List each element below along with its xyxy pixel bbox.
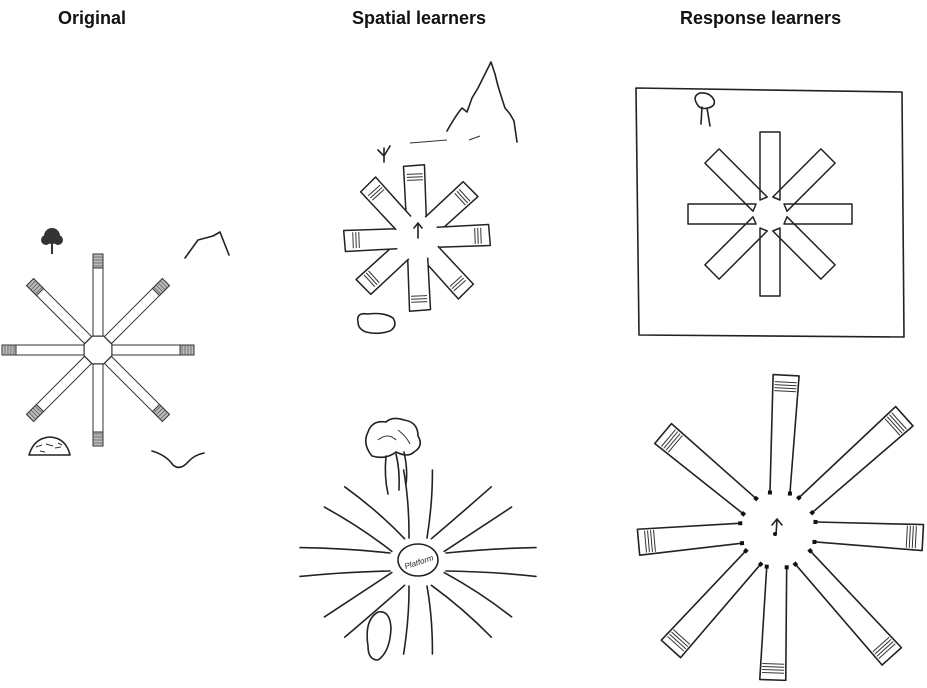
original-panel: [1, 228, 230, 469]
spatial-bottom-arm-line: [343, 584, 406, 638]
spatial-platform-label: Platform: [403, 553, 434, 571]
spatial-bottom-arm-line: [323, 506, 393, 553]
response-bottom-arm: [795, 405, 914, 516]
original-arm: [111, 344, 195, 356]
spatial-top-arm: [402, 163, 428, 219]
original-curve-cue: [151, 450, 205, 469]
spatial-mountain-cue: [446, 61, 518, 143]
spatial-bottom-maze: [299, 469, 537, 655]
original-rock-cue: [28, 436, 71, 456]
spatial-top-maze: [342, 163, 492, 313]
spatial-bottom-arm-line: [299, 546, 391, 554]
spatial-bottom-arm-line: [426, 469, 434, 539]
spatial-bottom-arm-line: [430, 584, 493, 638]
heading-response-learners: Response learners: [680, 8, 842, 28]
spatial-bottom-arm-line: [299, 570, 391, 578]
original-arm: [103, 355, 171, 423]
spatial-bottom-arm-line: [445, 546, 537, 554]
response-bottom-arm: [792, 547, 903, 666]
spatial-bottom-arm-line: [323, 571, 393, 618]
heading-original: Original: [58, 8, 127, 28]
original-arm: [103, 277, 171, 345]
original-arm: [92, 363, 104, 447]
original-mountain-cue: [184, 231, 230, 259]
spatial-tree-cue: [377, 145, 391, 163]
spatial-bottom-arm-line: [443, 571, 513, 618]
spatial-sketch-top: [342, 61, 518, 335]
spatial-bottom-arm-line: [443, 506, 513, 553]
spatial-top-arm: [355, 243, 410, 296]
spatial-top-arm: [342, 227, 398, 253]
response-bottom-arm: [636, 521, 745, 556]
spatial-top-arm: [359, 176, 412, 231]
spatial-bottom-arm-line: [426, 585, 434, 655]
original-arm: [1, 344, 85, 356]
spatial-top-arm: [436, 223, 492, 249]
response-bottom-arm: [758, 564, 789, 682]
response-asterisk-maze: [687, 131, 853, 297]
response-center-arrow: [771, 518, 783, 536]
response-tree-cue: [694, 92, 716, 127]
response-rectangle: [635, 87, 905, 338]
spatial-bottom-arm-line: [402, 469, 410, 539]
response-bottom-arm: [812, 519, 925, 552]
heading-spatial-learners: Spatial learners: [352, 8, 487, 28]
response-sketch-top: [635, 87, 905, 338]
original-radial-maze: [1, 253, 195, 447]
original-center-platform: [83, 335, 113, 365]
spatial-top-arm: [422, 245, 475, 300]
spatial-bottom-arm-line: [343, 486, 406, 540]
spatial-top-arm: [406, 257, 432, 313]
response-bottom-arm: [767, 373, 800, 496]
original-arm: [25, 277, 93, 345]
spatial-bottom-arm-line: [430, 486, 493, 540]
spatial-platform-circle: [397, 543, 439, 577]
spatial-top-arm: [424, 180, 479, 233]
response-bottom-arm: [653, 422, 759, 517]
response-sketch-bottom: [636, 373, 925, 682]
original-arm: [25, 355, 93, 423]
spatial-bottom-oval-cue: [366, 611, 392, 661]
original-tree-cue: [41, 228, 63, 254]
spatial-sketch-bottom: Platform: [299, 417, 537, 661]
original-arm: [92, 253, 104, 337]
response-bottom-maze: [636, 373, 925, 682]
spatial-blob-cue: [356, 312, 396, 335]
spatial-bottom-tree-cue: [364, 417, 422, 495]
response-bottom-arm: [660, 547, 764, 659]
spatial-bottom-arm-line: [445, 570, 537, 578]
spatial-bottom-arm-line: [402, 585, 410, 655]
